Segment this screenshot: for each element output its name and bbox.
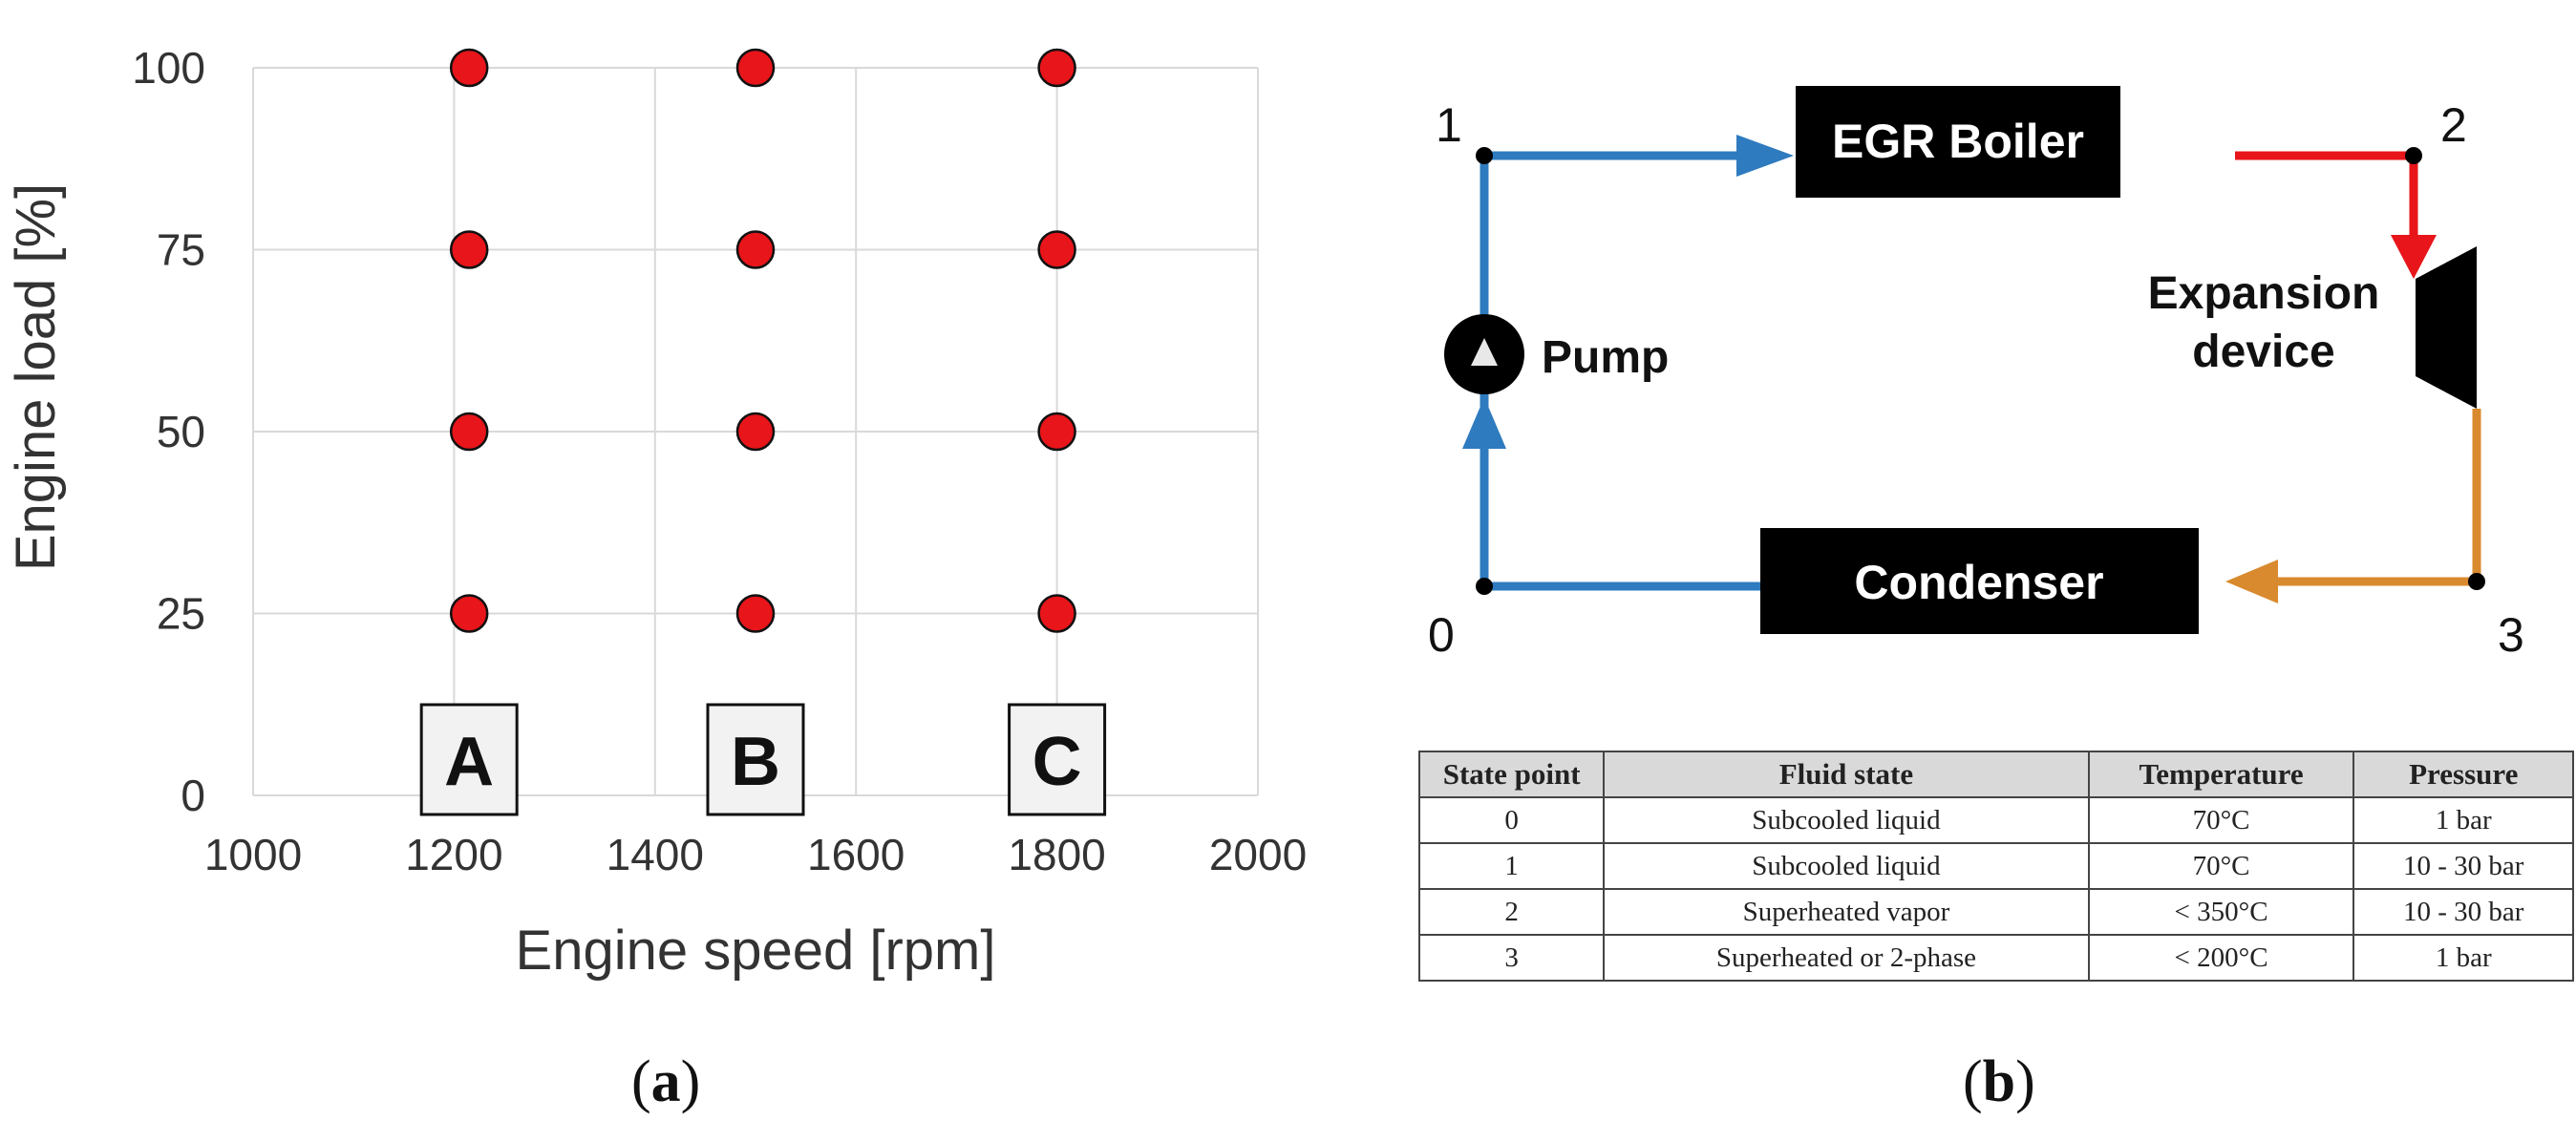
egr-boiler-box <box>1796 86 2120 198</box>
panel-label-open: ( <box>631 1049 651 1114</box>
y-tick-label: 100 <box>132 43 205 93</box>
x-tick-label: 1800 <box>1008 830 1105 879</box>
state-point-0-dot <box>1476 578 1493 595</box>
table-cell: Subcooled liquid <box>1603 796 2090 844</box>
flow-line-boiler-to-2 <box>2235 151 2418 239</box>
group-label-b: B <box>731 724 780 800</box>
table-header: Fluid state <box>1603 751 2090 798</box>
x-tick-label: 2000 <box>1209 830 1307 879</box>
table-cell: 10 - 30 bar <box>2352 842 2574 890</box>
x-tick-label: 1400 <box>607 830 704 879</box>
table-header: Temperature <box>2087 751 2355 798</box>
state-point-1-label: 1 <box>1436 98 1462 152</box>
data-point <box>735 412 776 452</box>
panel-label-close: ) <box>680 1049 701 1114</box>
table-cell: 1 <box>1417 842 1606 890</box>
group-box-c <box>1008 703 1107 816</box>
table-cell: Subcooled liquid <box>1603 842 2090 890</box>
group-label-c: C <box>1033 724 1082 800</box>
rankine-cycle-diagram: EGR Boiler Condenser Expansion device Pu… <box>1428 86 2524 662</box>
arrow-into-expander <box>2391 235 2437 279</box>
group-box-a <box>419 703 519 816</box>
table-cell: 10 - 30 bar <box>2352 888 2574 936</box>
data-point <box>1037 230 1076 269</box>
chart-ticks: 0 25 50 75 100 1000 1200 1400 1600 1800 2000 <box>132 43 1307 879</box>
state-point-3-label: 3 <box>2498 608 2524 662</box>
group-box-b <box>706 703 805 816</box>
data-point <box>449 594 489 633</box>
pump-label: Pump <box>1542 332 1669 383</box>
data-points <box>449 48 1076 633</box>
data-point <box>1037 48 1076 88</box>
group-label-a: A <box>444 724 494 800</box>
panel-label-b: (b) <box>1963 1048 2035 1116</box>
table-row: 1 Subcooled liquid 70°C 10 - 30 bar <box>1417 842 2574 890</box>
data-point <box>449 230 489 269</box>
table-cell: Superheated vapor <box>1603 888 2090 936</box>
panel-label-open: ( <box>1963 1049 1983 1114</box>
group-annotations: A B C <box>419 703 1107 816</box>
condenser-label: Condenser <box>1854 556 2103 609</box>
table-cell: 1 bar <box>2352 796 2574 844</box>
table-header: Pressure <box>2352 751 2574 798</box>
arrow-into-boiler <box>1736 135 1794 177</box>
data-point <box>735 230 776 269</box>
engine-operating-points-chart: 0 25 50 75 100 1000 1200 1400 1600 1800 2000 A B C E… <box>5 43 1307 982</box>
state-point-3-dot <box>2468 573 2485 590</box>
arrow-into-condenser <box>2225 560 2278 603</box>
expansion-device-label-line1: Expansion <box>2148 268 2380 319</box>
state-point-0-label: 0 <box>1428 608 1455 662</box>
data-point <box>735 48 776 88</box>
y-tick-label: 75 <box>157 225 205 275</box>
state-point-table: State point Fluid state Temperature Pres… <box>1417 751 2574 982</box>
data-point <box>449 48 489 88</box>
flow-line-condenser-to-pump <box>1480 401 1760 591</box>
x-axis-title: Engine speed [rpm] <box>516 920 996 982</box>
data-point <box>735 594 776 633</box>
table-cell: < 350°C <box>2087 888 2355 936</box>
arrow-into-pump <box>1462 397 1506 449</box>
table-header-row: State point Fluid state Temperature Pres… <box>1417 751 2574 798</box>
table-cell: 0 <box>1417 796 1606 844</box>
panel-label-a: (a) <box>631 1048 700 1116</box>
table-cell: < 200°C <box>2087 934 2355 982</box>
table-row: 0 Subcooled liquid 70°C 1 bar <box>1417 796 2574 844</box>
state-point-1-dot <box>1476 147 1493 164</box>
data-point <box>1037 412 1076 452</box>
pump-triangle <box>1471 338 1498 366</box>
state-point-2-label: 2 <box>2440 98 2467 152</box>
flow-line-expander-to-3 <box>2273 409 2481 586</box>
table-row: 3 Superheated or 2-phase < 200°C 1 bar <box>1417 934 2574 982</box>
x-tick-label: 1200 <box>405 830 502 879</box>
y-axis-title: Engine load [%] <box>5 183 67 571</box>
data-point <box>449 412 489 452</box>
egr-boiler-label: EGR Boiler <box>1832 115 2084 168</box>
y-tick-label: 0 <box>181 771 205 820</box>
table-cell: 1 bar <box>2352 934 2574 982</box>
data-point <box>1037 594 1076 633</box>
table-cell: 70°C <box>2087 842 2355 890</box>
table-cell: 3 <box>1417 934 1606 982</box>
expansion-device-icon <box>2416 246 2477 409</box>
panel-label-letter: b <box>1982 1049 2016 1114</box>
table-row: 2 Superheated vapor < 350°C 10 - 30 bar <box>1417 888 2574 936</box>
state-point-2-dot <box>2405 147 2422 164</box>
table-cell: Superheated or 2-phase <box>1603 934 2090 982</box>
y-tick-label: 25 <box>157 589 205 639</box>
panel-label-letter: a <box>650 1049 681 1114</box>
expansion-device-label-line2: device <box>2192 327 2334 377</box>
y-tick-label: 50 <box>157 407 205 456</box>
x-tick-label: 1000 <box>204 830 302 879</box>
condenser-box <box>1760 528 2199 634</box>
table-cell: 2 <box>1417 888 1606 936</box>
table-header: State point <box>1417 751 1606 798</box>
x-tick-label: 1600 <box>807 830 905 879</box>
panel-label-close: ) <box>2015 1049 2035 1114</box>
table-cell: 70°C <box>2087 796 2355 844</box>
